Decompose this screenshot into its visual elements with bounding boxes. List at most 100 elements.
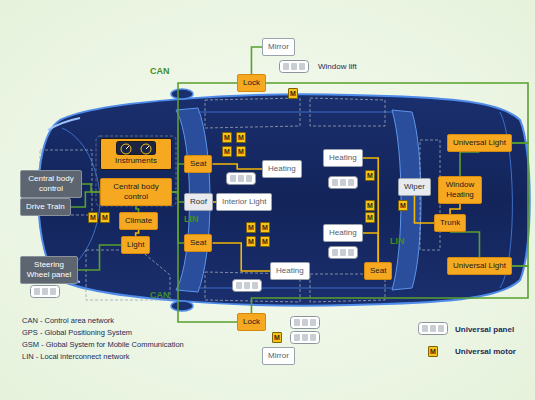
- motor-icon: M: [365, 212, 375, 223]
- wiper-box: Wiper: [398, 178, 431, 196]
- control-box: Central body control: [100, 178, 172, 206]
- side-mirror: [171, 89, 193, 99]
- abbreviation-note: GPS - Global Positioning System: [22, 328, 132, 337]
- legend-motor-icon: M: [428, 346, 438, 357]
- universal-panel-icon: [291, 317, 320, 329]
- node-text: Instruments: [106, 156, 166, 166]
- light-box: Universal Light: [447, 257, 512, 275]
- bus-label: CAN: [150, 290, 170, 300]
- mirror-box: Mirror: [262, 38, 295, 56]
- bus-wire: [172, 164, 184, 192]
- node-text: Central body control: [26, 174, 76, 194]
- motor-icon: M: [236, 146, 246, 157]
- bus-label: LIN: [184, 214, 199, 224]
- bus-wire: [363, 233, 379, 262]
- node-text: Lock: [243, 317, 260, 327]
- control-box: Central body control: [20, 170, 82, 198]
- bus-wire: [82, 184, 100, 192]
- node-text: Steering Wheel panel: [26, 260, 72, 280]
- universal-panel-icon: [329, 247, 358, 259]
- node-text: Climate: [125, 216, 152, 226]
- node-text: Trunk: [440, 218, 460, 228]
- steering-panel-box: Steering Wheel panel: [20, 256, 78, 284]
- node-text: Lock: [243, 78, 260, 88]
- node-text: Mirror: [268, 42, 289, 52]
- mirror-box: Mirror: [262, 347, 295, 365]
- climate-box: Climate: [119, 212, 158, 230]
- motor-icon: M: [100, 212, 110, 223]
- rear-window: [392, 110, 421, 290]
- seat-box: Seat: [184, 234, 212, 252]
- node-text: Heating: [329, 153, 357, 163]
- bus-wire: [450, 204, 460, 214]
- universal-panel-icon: [329, 177, 358, 189]
- motor-icon: M: [260, 236, 270, 247]
- legend-text: Universal panel: [455, 325, 514, 334]
- light-box: Interior Light: [216, 193, 272, 211]
- bus-wire: [251, 47, 262, 74]
- motor-icon: M: [272, 332, 282, 343]
- node-text: Seat: [370, 266, 386, 276]
- universal-panel-icon: [233, 280, 262, 292]
- universal-panel-icon: [280, 61, 309, 73]
- heating-box: Heating: [323, 224, 363, 242]
- motor-icon: M: [246, 236, 256, 247]
- bus-wire: [460, 152, 479, 176]
- abbreviation-note: CAN - Control area network: [22, 316, 114, 325]
- bus-wire: [78, 245, 121, 270]
- legend-label: Universal motor: [455, 347, 516, 356]
- light-box: Universal Light: [447, 134, 512, 152]
- universal-panel-icon: [31, 286, 60, 298]
- motor-icon: M: [260, 222, 270, 233]
- motor-icon: M: [365, 200, 375, 211]
- heating-box: Heating: [262, 160, 302, 178]
- seat-box: Seat: [184, 155, 212, 173]
- instruments-box: Instruments: [100, 138, 172, 170]
- motor-icon: M: [222, 132, 232, 143]
- motor-icon: M: [88, 212, 98, 223]
- legend-text: Universal motor: [455, 347, 516, 356]
- abbreviation-note: LIN - Local interconnect network: [22, 352, 130, 361]
- node-text: Seat: [190, 238, 206, 248]
- legend-label: Universal panel: [455, 325, 514, 334]
- motor-icon: M: [222, 146, 232, 157]
- heating-box: Heating: [323, 149, 363, 167]
- heating-box: Window Heating: [438, 176, 482, 204]
- node-text: Central body control: [106, 182, 166, 202]
- node-text: Heating: [329, 228, 357, 238]
- universal-panel-icon: [227, 173, 256, 185]
- abbreviation-note: GSM - Global System for Mobile Communica…: [22, 340, 184, 349]
- node-text: Universal Light: [453, 138, 506, 148]
- bus-wire: [212, 243, 270, 271]
- car-body: [38, 94, 530, 305]
- bus-wire: [363, 158, 379, 262]
- heating-box: Heating: [270, 262, 310, 280]
- node-text: Seat: [190, 159, 206, 169]
- instrument-cluster-frame: [96, 136, 176, 206]
- drivetrain-box: Drive Train: [20, 198, 71, 216]
- roof-line: [198, 112, 392, 288]
- seat-box: Seat: [364, 262, 392, 280]
- node-text: Light: [127, 240, 144, 250]
- bus-wire: [450, 232, 479, 257]
- motor-icon: M: [398, 200, 408, 211]
- universal-panel-icon: [291, 332, 320, 344]
- bus-label: CAN: [150, 66, 170, 76]
- node-text: Mirror: [268, 351, 289, 361]
- node-text: Heating: [276, 266, 304, 276]
- bus-wire: [414, 196, 434, 223]
- bus-wire: [212, 164, 262, 169]
- side-mirror: [171, 301, 193, 311]
- motor-icon: M: [365, 170, 375, 181]
- motor-icon: M: [246, 222, 256, 233]
- bus-wire: [172, 192, 237, 322]
- lock-box: Lock: [237, 313, 266, 331]
- node-text: Universal Light: [453, 261, 506, 271]
- trunk-box: Trunk: [434, 214, 466, 232]
- node-text: Heating: [268, 164, 296, 174]
- lock-box: Lock: [237, 74, 266, 92]
- gauge-icon: [116, 141, 156, 155]
- node-text: Drive Train: [26, 202, 65, 212]
- door-outline: [205, 98, 385, 302]
